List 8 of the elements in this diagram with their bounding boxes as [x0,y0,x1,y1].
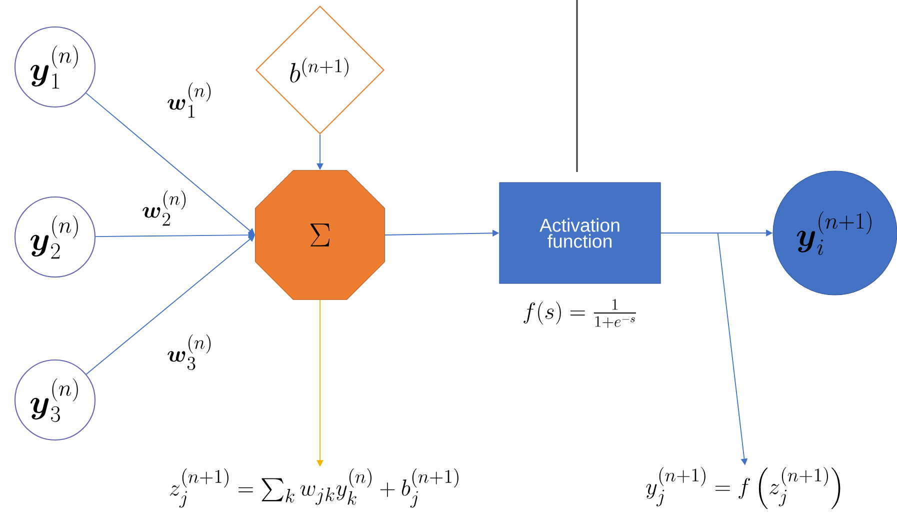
formula: $f(s) = \frac{1}{1+e^{-s}}$ [524,299,636,328]
edge-label: $\boldsymbol{w}_2^{(n)}$ [140,189,190,227]
formula: $y_j^{(n+1)} = f\left(z_j^{(n+1)}\right)$ [646,466,840,510]
edge-label: $\boldsymbol{w}_3^{(n)}$ [166,333,214,371]
edge-label: $\boldsymbol{w}_1^{(n)}$ [166,81,214,119]
formula: $z_j^{(n+1)} = \sum_k w_{jk} y_k^{(n)} + b_j^{(n+1)}$ [170,468,458,508]
activation-box: Activation function [499,182,661,284]
sum-octagon: $\Sigma$ [255,170,385,300]
